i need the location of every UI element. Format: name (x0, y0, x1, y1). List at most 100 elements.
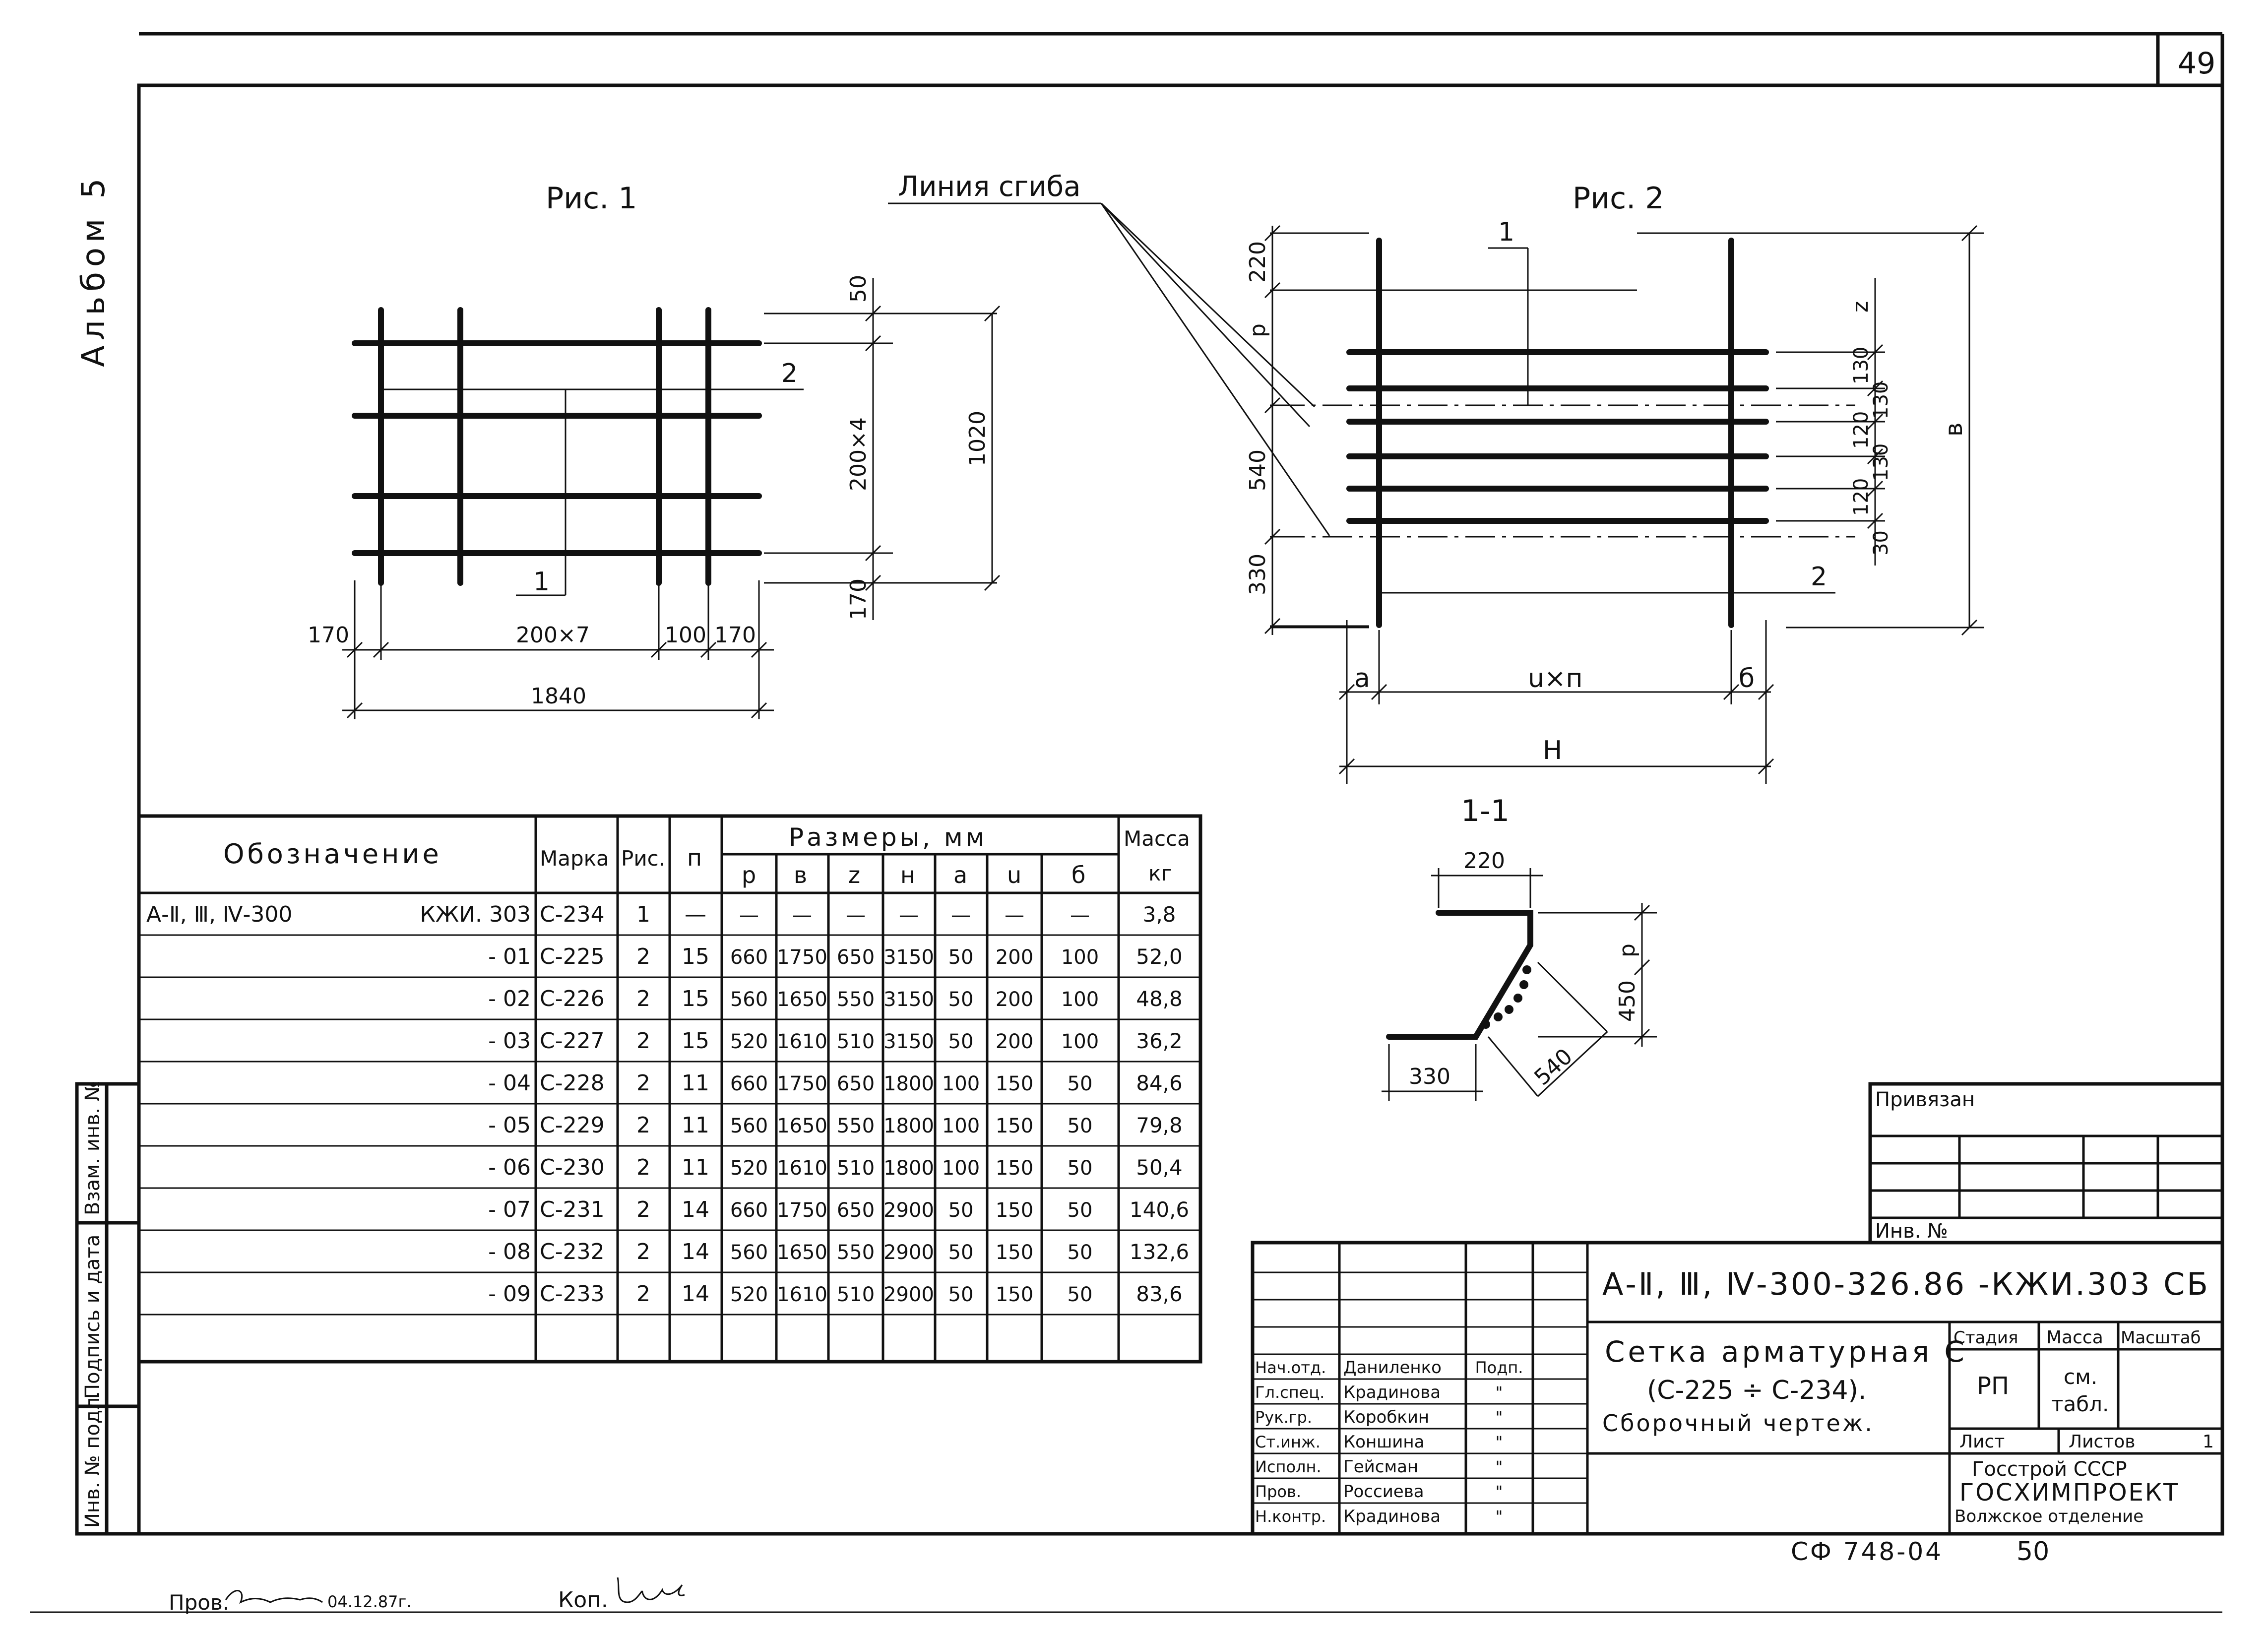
fig2-dim-p: р (1245, 323, 1270, 337)
cell-b: — (792, 904, 812, 927)
fig1-dim-200x4: 200×4 (846, 417, 871, 491)
fig2-dim-a: а (1354, 664, 1370, 693)
cell-fig: 1 (636, 902, 650, 927)
header-sub-h: н (900, 862, 915, 888)
cell-d: 50 (1068, 1241, 1093, 1264)
cell-designation-suffix: - 05 (488, 1113, 531, 1138)
cell-h: 2900 (883, 1283, 934, 1306)
cell-u: 150 (996, 1283, 1033, 1306)
cell-fig: 2 (636, 1028, 650, 1054)
header-sub-z: z (848, 862, 860, 888)
cell-d: 50 (1068, 1115, 1093, 1137)
header-mass: Масса (1124, 826, 1190, 851)
header-fig: Рис. (621, 846, 665, 871)
mass-value-2: табл. (2051, 1392, 2109, 1416)
fig1-mark-1: 1 (533, 567, 550, 597)
stamp-name: Крадинова (1343, 1383, 1441, 1402)
fig1-dims-horizontal (342, 580, 774, 719)
stamp-name: Россиева (1343, 1482, 1424, 1502)
header-n: п (687, 844, 702, 871)
cell-a: 100 (942, 1072, 980, 1095)
cell-d: 50 (1068, 1283, 1093, 1306)
cell-mass: 140,6 (1130, 1197, 1189, 1222)
cell-b: 1610 (777, 1030, 827, 1053)
cell-h: 2900 (883, 1199, 934, 1222)
cell-p: 560 (730, 988, 768, 1011)
header-mark: Марка (540, 846, 609, 871)
cell-z: 550 (837, 1115, 875, 1137)
header-designation: Обозначение (223, 838, 442, 870)
fig1-dim-170-right: 170 (714, 623, 756, 648)
section-dim-330: 330 (1409, 1064, 1450, 1089)
inv-no-label: Инв. № (1875, 1220, 1948, 1243)
header-sub-p: р (742, 862, 756, 888)
fig2-dim-120a: 120 (1850, 411, 1873, 449)
cell-designation-suffix: - 07 (488, 1197, 531, 1222)
cell-mass: 79,8 (1136, 1113, 1183, 1137)
cell-fig: 2 (636, 1239, 650, 1264)
cell-h: 3150 (883, 988, 934, 1011)
cell-a: — (951, 904, 971, 927)
fig2-dim-130b: 130 (1870, 443, 1892, 481)
stage-value: РП (1977, 1372, 2009, 1400)
fig1-dim-200x7: 200×7 (516, 623, 590, 648)
fig2-dims-bottom (1338, 620, 1774, 784)
cell-n: 15 (682, 1028, 709, 1054)
cell-mark: С-229 (540, 1113, 605, 1138)
cell-u: 150 (996, 1072, 1033, 1095)
page-number: 49 (2178, 46, 2215, 81)
cell-p: 660 (730, 1072, 768, 1095)
cell-n: 15 (682, 986, 709, 1011)
stamp-role: Пров. (1255, 1482, 1301, 1501)
sheet-header: Лист (1959, 1432, 2005, 1452)
cell-b: 1610 (777, 1157, 827, 1180)
cell-d: 100 (1061, 988, 1099, 1011)
cell-fig: 2 (636, 1155, 650, 1180)
stage-header: Стадия (1953, 1328, 2018, 1348)
stamp-sign: " (1496, 1383, 1503, 1402)
cell-designation-suffix: - 01 (488, 944, 531, 969)
stamp-role: Исполн. (1255, 1457, 1322, 1476)
mass-value-1: см. (2064, 1365, 2097, 1389)
side-stamp-sign: Подпись и дата (81, 1235, 104, 1399)
org-line2: ГОСХИМПРОЕКТ (1959, 1479, 2179, 1507)
cell-a: 50 (948, 1241, 974, 1264)
fig1-dim-1020: 1020 (965, 411, 990, 466)
cell-d: 100 (1061, 946, 1099, 969)
fig2-title: Рис. 2 (1573, 181, 1664, 216)
fig2-dim-120b: 120 (1850, 478, 1873, 516)
cell-mark: С-227 (540, 1028, 605, 1054)
fig2-dims-left (1264, 225, 1637, 635)
cell-designation-suffix: - 04 (488, 1070, 531, 1096)
cell-designation: А-Ⅱ, Ⅲ, Ⅳ-300 (146, 902, 292, 927)
stamp-name: Коробкин (1343, 1407, 1429, 1427)
cell-p: 520 (730, 1283, 768, 1306)
cell-designation-suffix: - 08 (488, 1239, 531, 1264)
cell-a: 50 (948, 988, 974, 1011)
fig1-dim-170-v: 170 (846, 578, 871, 620)
fig2-dim-130c: 130 (1870, 381, 1892, 419)
cell-z: 650 (837, 1199, 875, 1222)
cell-designation-suffix: КЖИ. 303 (420, 902, 531, 927)
header-sub-a: а (953, 862, 967, 888)
cell-mark: С-232 (540, 1239, 605, 1264)
fig2-dim-130a: 130 (1850, 347, 1873, 384)
mass-header: Масса (2046, 1327, 2103, 1348)
cell-b: 1610 (777, 1283, 827, 1306)
stamp-sign: " (1496, 1408, 1503, 1427)
fig1-title: Рис. 1 (546, 181, 637, 216)
cell-fig: 2 (636, 986, 650, 1011)
cell-h: 3150 (883, 1030, 934, 1053)
cell-b: 1650 (777, 1115, 827, 1137)
cell-mark: С-234 (540, 902, 605, 927)
side-stamp-replace: Взам. инв. № (81, 1080, 104, 1215)
org-line3: Волжское отделение (1954, 1507, 2143, 1526)
cell-fig: 2 (636, 1113, 650, 1138)
fig2-dim-330: 330 (1245, 554, 1270, 595)
fig1-mesh (352, 307, 804, 596)
cell-p: 660 (730, 946, 768, 969)
cell-a: 50 (948, 1283, 974, 1306)
cell-u: 200 (996, 946, 1033, 969)
